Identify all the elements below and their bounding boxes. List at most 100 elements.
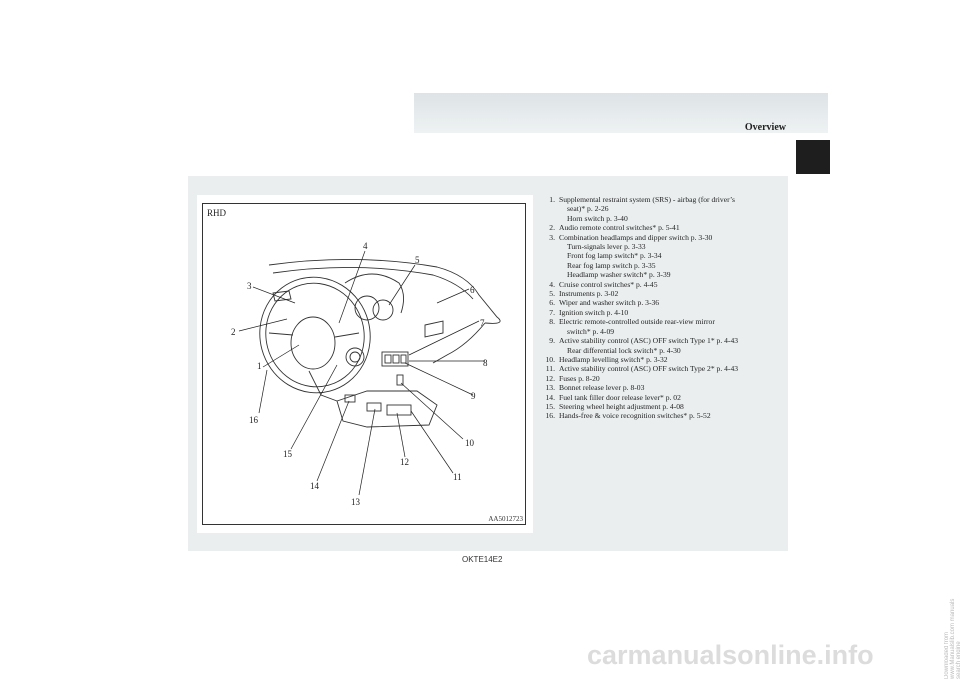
leader-11 xyxy=(410,410,454,474)
list-item-line: Bonnet release lever p. 8-03 xyxy=(559,383,645,393)
callout-9: 9 xyxy=(471,391,476,401)
leader-7 xyxy=(408,320,480,356)
header-bar xyxy=(414,93,828,133)
list-item-text: Combination headlamps and dipper switch … xyxy=(559,233,782,280)
list-item-line: Rear fog lamp switch p. 3-35 xyxy=(567,260,656,270)
list-item: 9.Active stability control (ASC) OFF swi… xyxy=(537,336,782,355)
callout-16: 16 xyxy=(249,415,259,425)
cluster-hood xyxy=(344,273,404,314)
fuel-lever xyxy=(344,394,356,403)
list-item: 4. Cruise control switches* p. 4-45 xyxy=(537,280,782,289)
document-code: OKTE14E2 xyxy=(462,555,503,564)
switch-a xyxy=(384,354,392,364)
callout-15: 15 xyxy=(283,449,293,459)
list-item-line: Turn-signals lever p. 3-33 xyxy=(567,242,646,252)
callout-6: 6 xyxy=(470,285,475,295)
leader-15 xyxy=(290,364,338,450)
leader-1 xyxy=(262,344,300,368)
list-item-line: Headlamp levelling switch* p. 3-32 xyxy=(559,354,668,364)
list-item-text: Hands-free & voice recognition switches*… xyxy=(559,411,782,420)
list-item-text: Active stability control (ASC) OFF switc… xyxy=(559,336,782,355)
list-item-line: Fuses p. 8-20 xyxy=(559,373,600,383)
leader-9 xyxy=(404,362,474,396)
list-item-line: Cruise control switches* p. 4-45 xyxy=(559,279,658,289)
list-item: 2.Audio remote control switches* p. 5-41 xyxy=(537,223,782,232)
leader-12 xyxy=(396,412,406,458)
list-item-text: Cruise control switches* p. 4-45 xyxy=(559,280,782,289)
callout-2: 2 xyxy=(231,327,236,337)
component-list: 1. Supplemental restraint system (SRS) - … xyxy=(537,195,782,421)
asc-switch xyxy=(396,374,404,386)
list-item-number: 2. xyxy=(549,223,555,233)
list-item-line: Active stability control (ASC) OFF switc… xyxy=(559,336,739,346)
list-item: 10.Headlamp levelling switch* p. 3-32 xyxy=(537,355,782,364)
list-item-text: Electric remote-controlled outside rear-… xyxy=(559,317,782,336)
list-item-line: Instruments p. 3-02 xyxy=(559,289,619,299)
figure-label: RHD xyxy=(207,208,227,218)
list-item-line: Fuel tank filler door release lever* p. … xyxy=(559,392,681,402)
list-item-number: 13. xyxy=(545,383,556,393)
vent-right xyxy=(424,320,444,338)
chapter-tab-marker xyxy=(796,140,830,174)
leader-16 xyxy=(258,369,268,414)
dash-top-inner xyxy=(272,267,474,300)
ignition-inner xyxy=(349,351,361,363)
list-item-line: Hands-free & voice recognition switches*… xyxy=(559,411,711,421)
list-item-number: 14. xyxy=(545,392,556,402)
list-item-number: 12. xyxy=(545,373,556,383)
fuse-cover xyxy=(386,404,412,416)
list-item: 11. Active stability control (ASC) OFF sw… xyxy=(537,364,782,373)
list-item: 7.Ignition switch p. 4-10 xyxy=(537,308,782,317)
figure-frame xyxy=(202,203,526,525)
list-item-number: 1. xyxy=(549,195,555,204)
list-item-number: 16. xyxy=(545,411,556,421)
steering-wheel-inner xyxy=(265,282,365,388)
leader-5 xyxy=(388,264,416,306)
dashboard-figure: RHD AA5012723 xyxy=(197,195,533,533)
list-item-text: Fuel tank filler door release lever* p. … xyxy=(559,393,782,402)
section-title: Overview xyxy=(744,122,786,133)
callout-5: 5 xyxy=(415,255,420,265)
list-item: 6.Wiper and washer switch p. 3-36 xyxy=(537,298,782,307)
list-item-line: Combination headlamps and dipper switch … xyxy=(559,232,713,242)
list-item-text: Supplemental restraint system (SRS) - ai… xyxy=(559,195,782,223)
list-item-line: Ignition switch p. 4-10 xyxy=(559,307,629,317)
leader-4 xyxy=(338,250,366,324)
callout-11: 11 xyxy=(453,472,462,482)
list-item-line: Horn switch p. 3-40 xyxy=(567,213,628,223)
list-item: 15.Steering wheel height adjustment p. 4… xyxy=(537,402,782,411)
callout-7: 7 xyxy=(480,318,485,328)
list-item: 8. Electric remote-controlled outside rea… xyxy=(537,317,782,336)
list-item-line: seat)* p. 2-26 xyxy=(567,204,609,214)
vent-left xyxy=(272,290,292,302)
figure-code: AA5012723 xyxy=(488,515,523,523)
list-item: 3.Combination headlamps and dipper switc… xyxy=(537,233,782,280)
list-item-number: 4. xyxy=(549,279,555,289)
list-item-number: 15. xyxy=(545,401,556,411)
list-item: 12.Fuses p. 8-20 xyxy=(537,374,782,383)
dashboard-illustration: 1 2 3 4 5 6 7 8 9 10 11 12 13 14 15 16 xyxy=(231,241,501,507)
ignition-outer xyxy=(345,347,365,367)
leader-6 xyxy=(436,288,470,304)
list-item-number: 11. xyxy=(545,364,555,374)
leader-3 xyxy=(252,286,296,304)
callout-12: 12 xyxy=(400,457,409,467)
gauge-right xyxy=(372,299,394,321)
list-item: 5.Instruments p. 3-02 xyxy=(537,289,782,298)
callout-4: 4 xyxy=(363,241,368,251)
list-item-number: 8. xyxy=(549,317,555,327)
list-item-text: Wiper and washer switch p. 3-36 xyxy=(559,298,782,307)
list-item: 13.Bonnet release lever p. 8-03 xyxy=(537,383,782,392)
list-item-text: Active stability control (ASC) OFF switc… xyxy=(559,364,782,373)
callout-13: 13 xyxy=(351,497,361,507)
list-item-text: Bonnet release lever p. 8-03 xyxy=(559,383,782,392)
steering-column xyxy=(308,370,338,402)
bonnet-lever xyxy=(366,402,382,412)
steering-wheel-rim xyxy=(259,276,371,394)
list-item-text: Fuses p. 8-20 xyxy=(559,374,782,383)
list-item-line: Wiper and washer switch p. 3-36 xyxy=(559,298,660,308)
gauge-left xyxy=(354,295,380,321)
lower-panel-outline xyxy=(336,390,438,428)
dash-right-edge xyxy=(432,322,486,364)
switch-panel xyxy=(381,351,409,367)
